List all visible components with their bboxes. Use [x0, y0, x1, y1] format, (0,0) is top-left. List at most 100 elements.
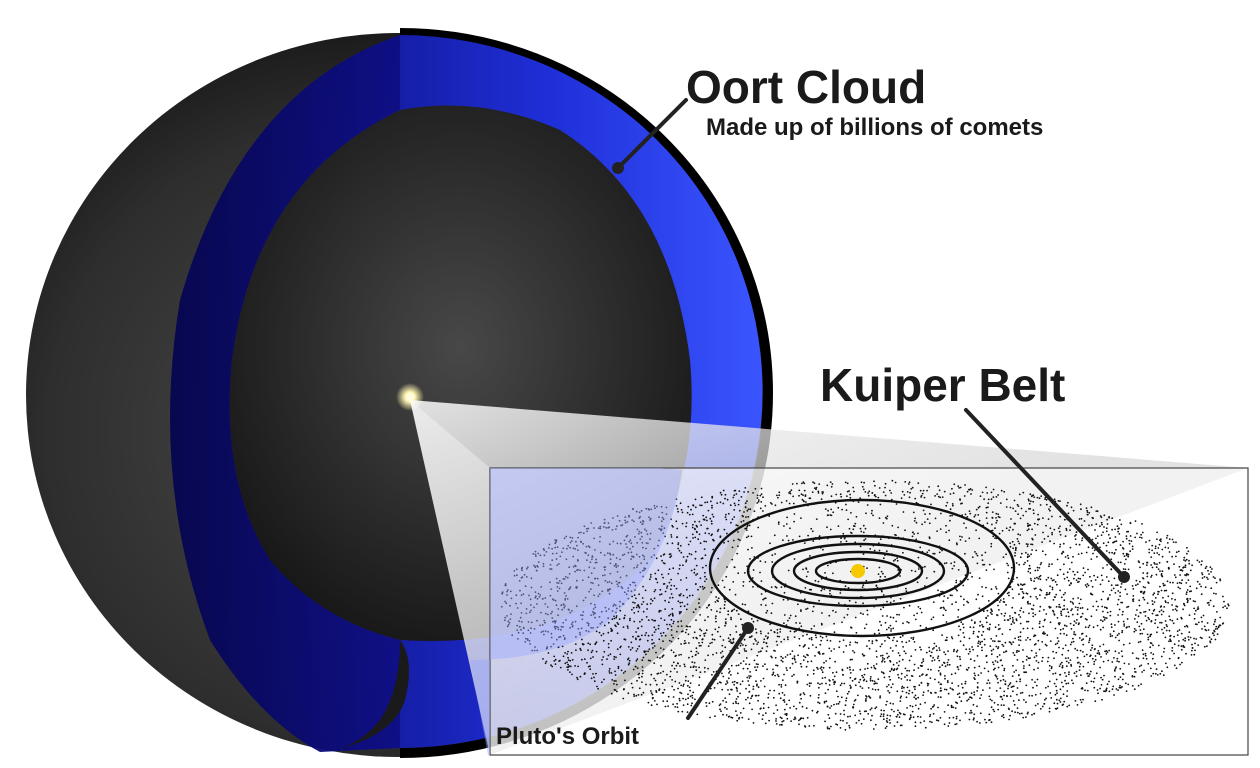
kuiper-object-dot	[686, 555, 689, 558]
kuiper-object-dot	[598, 540, 601, 543]
kuiper-object-dot	[638, 672, 641, 675]
kuiper-object-dot	[882, 713, 885, 715]
kuiper-object-dot	[987, 502, 990, 505]
kuiper-object-dot	[798, 644, 801, 647]
kuiper-object-dot	[1014, 611, 1016, 614]
kuiper-object-dot	[849, 715, 851, 718]
kuiper-object-dot	[976, 562, 979, 565]
kuiper-object-dot	[571, 540, 573, 542]
kuiper-object-dot	[949, 508, 952, 511]
kuiper-object-dot	[659, 647, 662, 649]
kuiper-object-dot	[919, 721, 922, 724]
kuiper-object-dot	[1198, 561, 1201, 563]
kuiper-object-dot	[627, 646, 630, 648]
kuiper-object-dot	[871, 642, 874, 645]
kuiper-object-dot	[756, 619, 759, 622]
kuiper-object-dot	[769, 502, 772, 504]
kuiper-object-dot	[817, 686, 820, 689]
kuiper-object-dot	[879, 695, 882, 697]
kuiper-object-dot	[886, 685, 888, 688]
kuiper-object-dot	[1041, 641, 1044, 643]
kuiper-object-dot	[693, 631, 696, 634]
kuiper-object-dot	[1214, 577, 1216, 579]
kuiper-object-dot	[723, 586, 726, 589]
kuiper-object-dot	[715, 652, 718, 654]
kuiper-object-dot	[1151, 600, 1154, 602]
kuiper-object-dot	[611, 629, 613, 631]
kuiper-object-dot	[767, 632, 770, 635]
kuiper-object-dot	[1013, 522, 1016, 525]
kuiper-object-dot	[1175, 609, 1178, 612]
kuiper-object-dot	[896, 559, 899, 562]
kuiper-object-dot	[594, 561, 597, 564]
kuiper-object-dot	[1201, 628, 1203, 630]
kuiper-object-dot	[558, 636, 560, 639]
kuiper-object-dot	[1041, 541, 1043, 543]
kuiper-object-dot	[879, 715, 882, 718]
kuiper-object-dot	[695, 666, 697, 668]
kuiper-object-dot	[769, 689, 771, 692]
kuiper-object-dot	[722, 699, 724, 702]
kuiper-object-dot	[798, 489, 801, 492]
kuiper-object-dot	[672, 661, 675, 664]
kuiper-object-dot	[974, 674, 976, 677]
kuiper-object-dot	[1109, 537, 1111, 540]
kuiper-object-dot	[947, 597, 949, 599]
kuiper-object-dot	[792, 495, 794, 498]
kuiper-object-dot	[724, 622, 727, 625]
kuiper-object-dot	[884, 575, 886, 578]
kuiper-object-dot	[968, 718, 971, 721]
kuiper-object-dot	[1206, 576, 1208, 579]
kuiper-object-dot	[662, 654, 665, 657]
kuiper-object-dot	[698, 684, 700, 687]
kuiper-object-dot	[626, 534, 629, 537]
kuiper-object-dot	[1046, 593, 1049, 596]
kuiper-object-dot	[1010, 643, 1013, 646]
kuiper-object-dot	[736, 719, 739, 722]
kuiper-object-dot	[989, 645, 992, 647]
kuiper-object-dot	[997, 640, 1000, 643]
kuiper-object-dot	[783, 614, 786, 616]
kuiper-object-dot	[1101, 698, 1103, 701]
kuiper-object-dot	[1035, 654, 1038, 657]
kuiper-object-dot	[578, 531, 580, 534]
kuiper-object-dot	[660, 632, 662, 635]
kuiper-object-dot	[679, 564, 681, 567]
kuiper-object-dot	[679, 611, 682, 614]
kuiper-object-dot	[1212, 576, 1215, 578]
kuiper-object-dot	[859, 685, 862, 688]
kuiper-object-dot	[728, 670, 731, 673]
kuiper-object-dot	[939, 716, 942, 719]
kuiper-object-dot	[847, 608, 849, 610]
kuiper-object-dot	[603, 678, 605, 681]
kuiper-object-dot	[777, 675, 780, 678]
kuiper-object-dot	[569, 659, 572, 662]
kuiper-object-dot	[735, 702, 738, 704]
kuiper-object-dot	[1020, 607, 1023, 609]
kuiper-object-dot	[1108, 516, 1110, 519]
kuiper-object-dot	[890, 492, 893, 494]
kuiper-object-dot	[832, 609, 834, 612]
kuiper-object-dot	[1140, 590, 1143, 593]
kuiper-object-dot	[1117, 598, 1120, 601]
kuiper-object-dot	[1213, 592, 1215, 595]
kuiper-object-dot	[689, 689, 691, 692]
kuiper-object-dot	[1107, 659, 1110, 662]
kuiper-object-dot	[800, 610, 802, 612]
kuiper-object-dot	[610, 672, 613, 674]
kuiper-object-dot	[968, 648, 971, 650]
kuiper-object-dot	[1027, 602, 1029, 605]
kuiper-object-dot	[965, 648, 968, 651]
kuiper-object-dot	[1122, 552, 1125, 555]
kuiper-object-dot	[1165, 537, 1168, 539]
kuiper-object-dot	[561, 608, 564, 611]
kuiper-object-dot	[741, 603, 744, 606]
kuiper-object-dot	[645, 650, 647, 653]
kuiper-object-dot	[832, 671, 834, 674]
kuiper-object-dot	[547, 652, 550, 654]
kuiper-object-dot	[1088, 637, 1091, 640]
kuiper-object-dot	[1070, 506, 1073, 509]
kuiper-object-dot	[1100, 521, 1103, 524]
kuiper-object-dot	[682, 683, 685, 686]
kuiper-object-dot	[1099, 687, 1101, 690]
